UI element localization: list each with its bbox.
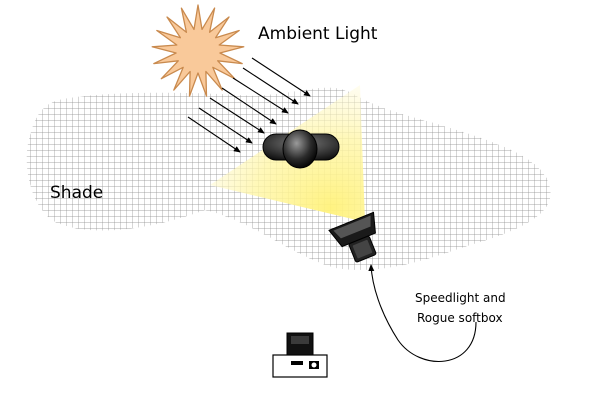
ambient-ray: [242, 67, 299, 105]
callout-arrow: [368, 264, 477, 362]
ambient-light-label: Ambient Light: [258, 24, 378, 44]
ambient-light-rays: [187, 57, 311, 153]
callout-label-line1: Speedlight and: [415, 291, 506, 305]
ambient-ray: [251, 57, 311, 97]
shade-label: Shade: [50, 183, 103, 203]
speedlight-softbox-icon: [328, 211, 377, 263]
callout-label-line2: Rogue softbox: [417, 311, 503, 325]
subject-head-icon: [262, 129, 340, 169]
ambient-ray: [198, 107, 253, 144]
camera-icon: [272, 332, 328, 378]
ambient-ray: [232, 77, 289, 114]
ambient-ray: [221, 87, 277, 125]
ambient-ray: [187, 116, 241, 153]
sun-icon: [151, 4, 245, 97]
ambient-ray: [209, 97, 265, 134]
